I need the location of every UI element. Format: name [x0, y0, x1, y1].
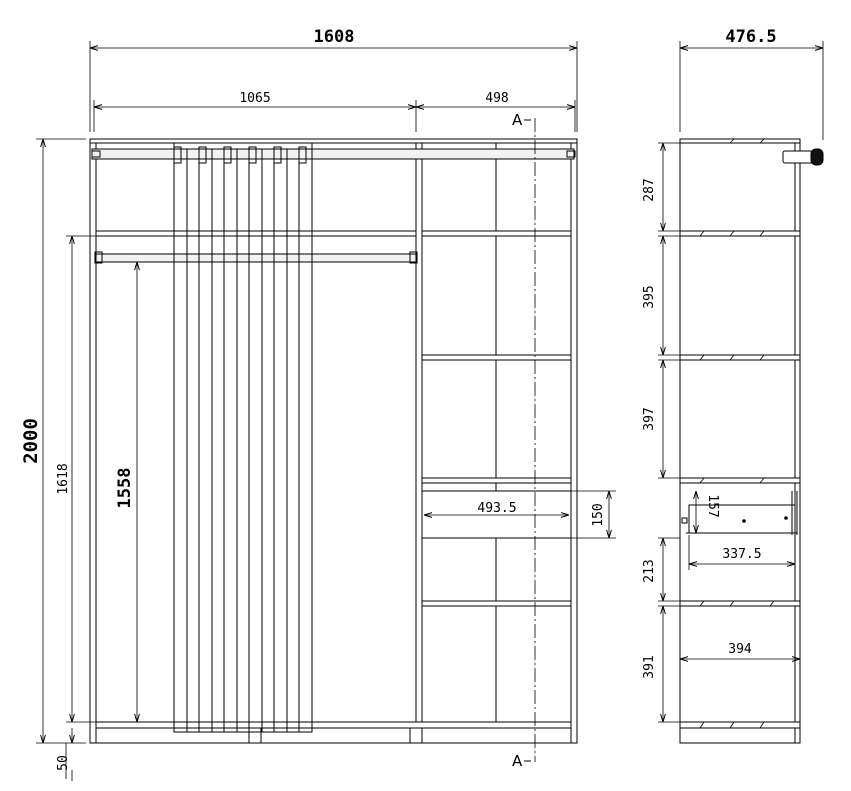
- curtain: [173, 142, 313, 733]
- right-shelf-1: [421, 230, 572, 237]
- dim-side-height-1: 287: [642, 178, 657, 201]
- curtain-body: [173, 142, 313, 733]
- dim-left-width: 1065: [239, 91, 270, 106]
- section-marker-bottom: A: [512, 752, 523, 770]
- dim-drawer-depth: 337.5: [722, 547, 761, 562]
- side-outline: [679, 138, 801, 744]
- foot-right: [409, 727, 423, 744]
- dim-rod-height: 1558: [115, 468, 135, 509]
- rod-bracket-left: [91, 150, 101, 158]
- dim-side-height-4: 213: [642, 559, 657, 582]
- lower-hanging-rod: [95, 253, 417, 263]
- side-view: 476.5 287 395 397 213 391 157 337.5 394: [642, 27, 824, 744]
- bottom-panel: [95, 721, 572, 729]
- dim-right-width: 498: [485, 91, 508, 106]
- right-shelf-3: [421, 477, 572, 484]
- rod-bracket-right: [566, 150, 576, 158]
- dim-shelf-depth: 394: [728, 642, 752, 657]
- frame-outline: [89, 138, 578, 744]
- side-shelf-1: [679, 230, 801, 237]
- drawer-front: [421, 490, 572, 539]
- front-view: A A 1608 1065 498 2000 1618 1558: [20, 27, 616, 781]
- rod-end-cap: [782, 148, 824, 166]
- section-marker-top: A: [512, 111, 523, 129]
- right-shelf-2: [421, 354, 572, 361]
- lower-rod-bracket-right: [409, 251, 418, 264]
- dim-drawer-height: 150: [591, 503, 606, 526]
- dim-hanging-height: 1618: [56, 463, 71, 494]
- dim-overall-depth: 476.5: [725, 27, 776, 47]
- dim-overall-width: 1608: [314, 27, 355, 47]
- foot-left: [248, 727, 262, 744]
- dim-side-height-5: 391: [642, 655, 657, 678]
- side-shelf-4: [679, 600, 801, 607]
- side-shelf-2: [679, 354, 801, 361]
- side-bottom-panel: [679, 721, 801, 729]
- top-hanging-rod: [91, 148, 575, 160]
- dim-overall-height: 2000: [20, 418, 42, 464]
- right-shelf-4: [421, 600, 572, 607]
- dim-side-height-2: 395: [642, 285, 657, 308]
- side-shelf-3: [679, 477, 801, 484]
- side-drawer: [681, 491, 798, 535]
- dim-foot-height: 50: [56, 755, 71, 771]
- dim-side-height-3: 397: [642, 407, 657, 430]
- dim-side-drawer-height: 157: [705, 494, 720, 517]
- dim-drawer-width: 493.5: [477, 501, 516, 516]
- left-upper-shelf: [95, 230, 417, 237]
- lower-rod-bracket-left: [94, 251, 103, 264]
